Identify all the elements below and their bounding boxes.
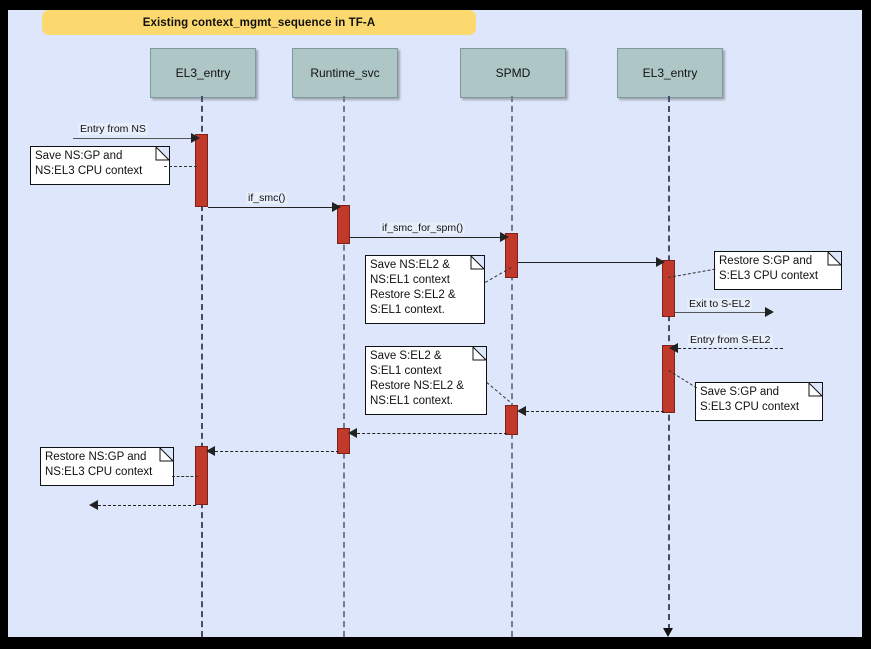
arrowhead-icon — [348, 428, 357, 438]
note-fold-line-icon — [470, 256, 484, 270]
note-fold-line-icon — [808, 383, 822, 397]
arrowhead-icon — [517, 406, 526, 416]
note-restore-s-gp: Restore S:GP and S:EL3 CPU context — [714, 251, 842, 290]
note-fold-line-icon — [827, 252, 841, 266]
note-line: S:EL3 CPU context — [719, 270, 819, 282]
note-line: NS:EL3 CPU context — [45, 466, 153, 478]
note-line: Restore NS:GP and — [45, 451, 147, 463]
lifeline-header-spmd[interactable]: SPMD — [460, 48, 566, 98]
message-line-return-to-spmd — [526, 411, 664, 412]
note-save-s-el2: Save S:EL2 & S:EL1 context Restore NS:EL… — [365, 346, 487, 415]
arrowhead-icon — [89, 500, 98, 510]
lifeline-line-el3-entry-left — [201, 96, 203, 637]
arrowhead-icon — [765, 307, 774, 317]
note-line: S:EL1 context. — [370, 304, 445, 316]
lifeline-line-runtime-svc — [343, 96, 345, 637]
lifeline-label: EL3_entry — [175, 66, 231, 80]
lifeline-label: EL3_entry — [642, 66, 698, 80]
activation-el3-entry-1 — [195, 134, 208, 207]
message-line-return-external — [98, 505, 196, 506]
lifeline-label: SPMD — [495, 66, 531, 80]
message-line-spmd-to-el3-entry — [518, 262, 663, 263]
arrowhead-icon — [669, 343, 678, 353]
note-line: NS:EL3 CPU context — [35, 165, 143, 177]
arrowhead-icon — [500, 232, 509, 242]
note-fold-line-icon — [155, 147, 169, 161]
note-restore-ns-gp: Restore NS:GP and NS:EL3 CPU context — [40, 447, 174, 486]
activation-el3-entry-right-2 — [662, 345, 675, 413]
arrowhead-icon — [206, 446, 215, 456]
message-line-if-smc — [208, 207, 338, 208]
message-line-return-to-runtime-svc — [357, 433, 507, 434]
note-fold-line-icon — [472, 347, 486, 361]
note-line: S:EL1 context — [370, 365, 442, 377]
message-label-entry-from-ns: Entry from NS — [78, 123, 148, 135]
note-link-1 — [164, 166, 197, 167]
message-label-entry-from-s-el2: Entry from S-EL2 — [688, 334, 773, 346]
message-line-entry-from-ns — [73, 138, 195, 139]
note-line: Restore S:EL2 & — [370, 289, 456, 301]
note-line: Save NS:GP and — [35, 150, 123, 162]
note-save-ns-el2: Save NS:EL2 & NS:EL1 context Restore S:E… — [365, 255, 485, 324]
arrowhead-icon — [332, 202, 341, 212]
lifeline-label: Runtime_svc — [310, 66, 380, 80]
message-line-exit-to-s-el2 — [675, 312, 769, 313]
note-line: S:EL3 CPU context — [700, 401, 800, 413]
note-link-6 — [172, 476, 198, 477]
note-line: Restore NS:EL2 & — [370, 380, 464, 392]
lifeline-line-spmd — [511, 96, 513, 637]
note-save-ns-gp: Save NS:GP and NS:EL3 CPU context — [30, 146, 170, 185]
lifeline-header-el3-entry-left[interactable]: EL3_entry — [150, 48, 256, 98]
note-line: Save S:GP and — [700, 386, 780, 398]
activation-spmd-2 — [505, 405, 518, 435]
lifeline-header-runtime-svc[interactable]: Runtime_svc — [292, 48, 398, 98]
arrowhead-icon — [656, 257, 665, 267]
note-fold-line-icon — [159, 448, 173, 462]
note-line: Restore S:GP and — [719, 255, 813, 267]
message-line-return-to-el3-entry — [215, 451, 339, 452]
arrowhead-icon — [191, 133, 200, 143]
message-label-if-smc: if_smc() — [246, 192, 288, 204]
message-label-if-smc-for-spm: if_smc_for_spm() — [380, 222, 466, 234]
note-link-3 — [668, 268, 716, 278]
diagram-title: Existing context_mgmt_sequence in TF-A — [142, 16, 376, 29]
message-label-exit-to-s-el2: Exit to S-EL2 — [687, 298, 753, 310]
note-line: Save S:EL2 & — [370, 350, 442, 362]
note-save-s-gp: Save S:GP and S:EL3 CPU context — [695, 382, 823, 421]
activation-spmd-1 — [505, 233, 518, 278]
message-line-if-smc-for-spm — [350, 237, 506, 238]
activation-el3-entry-2 — [195, 446, 208, 505]
activation-runtime-svc-1 — [337, 205, 350, 244]
lifeline-end-arrow-icon — [663, 628, 673, 637]
note-line: NS:EL1 context. — [370, 395, 454, 407]
note-line: NS:EL1 context — [370, 274, 450, 286]
lifeline-header-el3-entry-right[interactable]: EL3_entry — [617, 48, 723, 98]
activation-runtime-svc-2 — [337, 428, 350, 454]
message-line-entry-from-s-el2 — [678, 348, 783, 349]
activation-el3-entry-right-1 — [662, 260, 675, 317]
note-link-4 — [486, 382, 510, 403]
diagram-title-bar: Existing context_mgmt_sequence in TF-A — [42, 10, 476, 35]
diagram-canvas: Existing context_mgmt_sequence in TF-A E… — [8, 10, 862, 637]
note-line: Save NS:EL2 & — [370, 259, 450, 271]
